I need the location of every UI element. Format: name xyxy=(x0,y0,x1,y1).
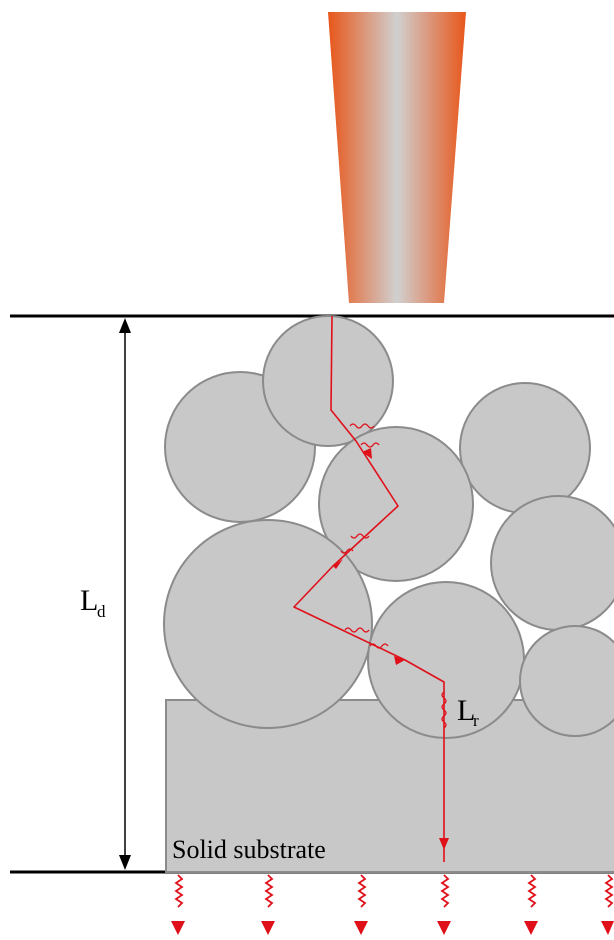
lr-label: L xyxy=(457,694,475,727)
powder-particle xyxy=(490,495,614,631)
downward-wave-arrows xyxy=(174,874,614,908)
solid-substrate xyxy=(165,699,614,873)
downward-wave-arrow-icon xyxy=(174,874,184,908)
lr-subscript: r xyxy=(473,711,479,730)
scattering-wave-marks xyxy=(340,423,447,729)
downward-wave-arrowheads xyxy=(171,921,614,935)
powder-particle xyxy=(163,519,373,729)
ld-subscript: d xyxy=(97,602,106,621)
downward-wave-arrow-icon xyxy=(527,874,537,908)
laser-beam-icon xyxy=(328,12,466,303)
powder-bed xyxy=(163,315,614,873)
powder-particle xyxy=(262,315,394,447)
downward-wave-arrow-icon xyxy=(357,874,367,908)
powder-particle xyxy=(459,382,591,514)
downward-wave-arrow-icon xyxy=(264,874,274,908)
substrate-label: Solid substrate xyxy=(172,835,326,864)
powder-particle xyxy=(519,625,614,737)
ld-top-arrowhead xyxy=(119,318,131,333)
downward-wave-arrow-icon xyxy=(440,874,450,908)
downward-wave-arrow-icon xyxy=(604,874,614,908)
ld-label: L xyxy=(80,584,98,617)
ld-bottom-arrowhead xyxy=(119,855,131,870)
ray-arrowheads xyxy=(333,448,449,850)
